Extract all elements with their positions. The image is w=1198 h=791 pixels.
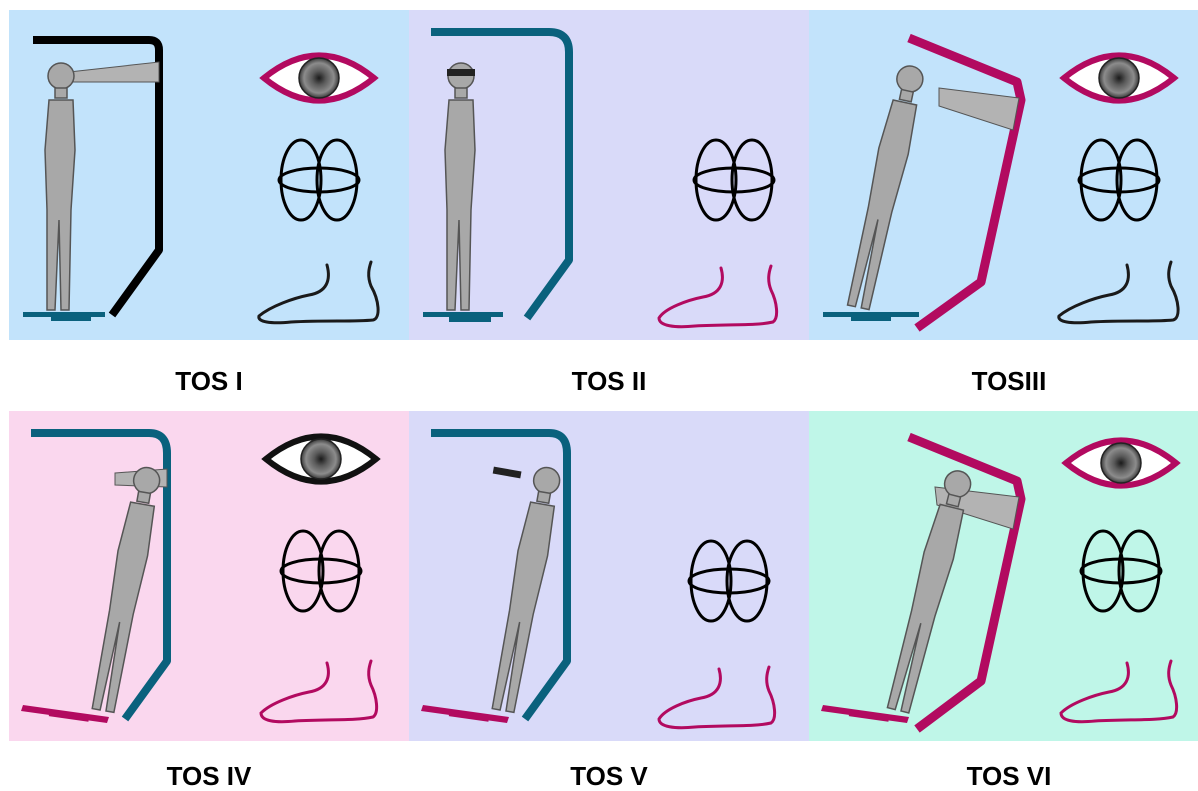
panel-tos-5 [409, 411, 809, 741]
caption-tos-1: TOS I [9, 366, 409, 396]
caption-tos-3: TOSIII [809, 366, 1198, 396]
caption-tos-6: TOS VI [809, 761, 1198, 791]
caption-tos-4: TOS IV [9, 761, 409, 791]
caption-tos-5: TOS V [409, 761, 809, 791]
panel-tos-2 [409, 10, 809, 340]
blindfold [447, 69, 475, 76]
tos-5-illustration [409, 411, 809, 741]
tos-4-illustration [9, 411, 409, 741]
panel-tos-1 [9, 10, 409, 340]
tos-6-illustration [809, 411, 1198, 741]
tos-2-illustration [409, 10, 809, 340]
tos-1-illustration [9, 10, 409, 340]
panel-tos-4 [9, 411, 409, 741]
caption-tos-2: TOS II [409, 366, 809, 396]
tos-3-illustration [809, 10, 1198, 340]
panel-tos-6 [809, 411, 1198, 741]
panel-tos-3 [809, 10, 1198, 340]
